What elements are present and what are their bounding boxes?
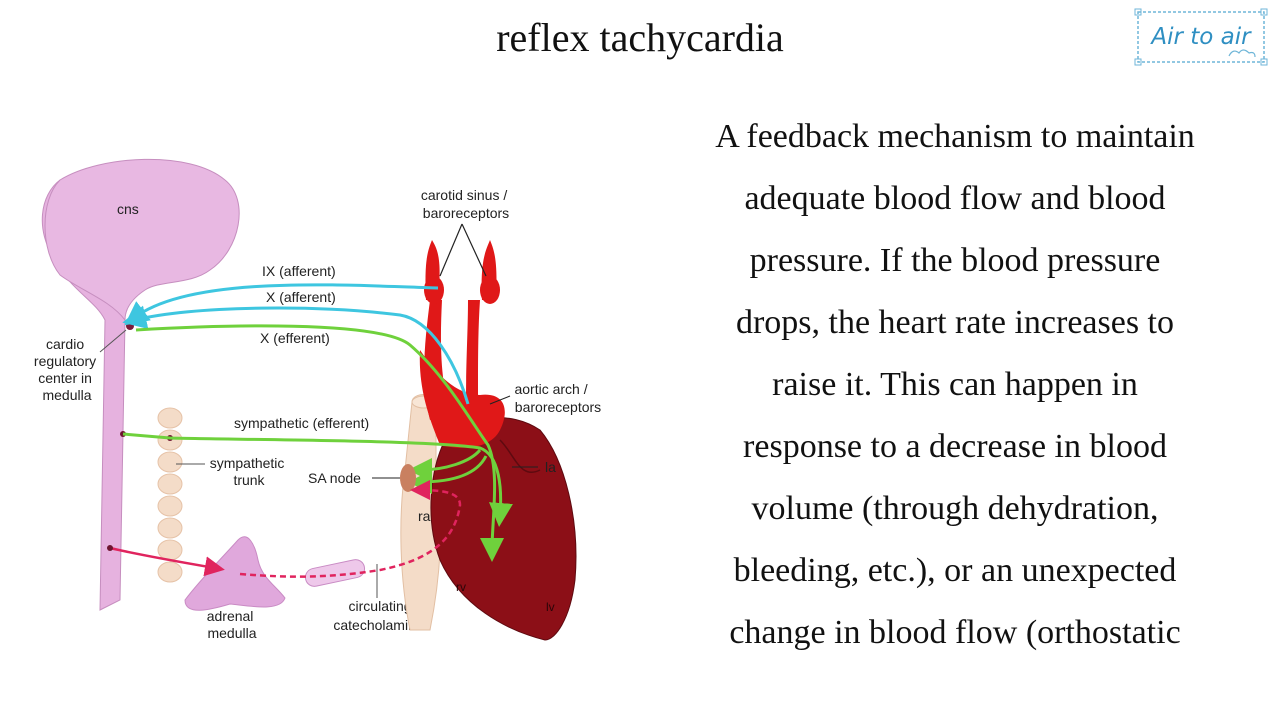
aortic-label: aortic arch / baroreceptors xyxy=(514,381,601,415)
sympathetic-efferent-path xyxy=(122,432,513,527)
adrenal-medulla-shape xyxy=(184,536,286,611)
description-line: A feedback mechanism to maintain xyxy=(715,118,1195,155)
cardio-center-label: cardio regulatory center in medulla xyxy=(34,336,100,403)
logo-text: Air to air xyxy=(1149,24,1252,50)
sympathetic-efferent-label: sympathetic (efferent) xyxy=(234,415,369,431)
catecholamines-label: circulating catecholamines xyxy=(333,598,430,633)
catecholamine-vessel xyxy=(304,559,366,587)
x-efferent-path xyxy=(135,324,505,562)
ix-afferent-label: IX (afferent) xyxy=(262,263,336,279)
cns-label: cns xyxy=(117,201,139,217)
sa-node-label: SA node xyxy=(308,470,361,486)
x-afferent-label: X (afferent) xyxy=(266,289,336,305)
arteries-shape xyxy=(419,240,505,448)
description-text: A feedback mechanism to maintain adequat… xyxy=(660,106,1250,664)
la-label: la xyxy=(545,459,556,475)
reflex-diagram: cns cardio regulatory center in medulla … xyxy=(34,158,601,641)
x-efferent-label: X (efferent) xyxy=(260,330,330,346)
x-afferent-path xyxy=(122,305,470,405)
description-line: bleeding, etc.), or an unexpected xyxy=(733,552,1177,589)
lv-label: lv xyxy=(546,600,555,614)
description-line: response to a decrease in blood xyxy=(743,428,1167,465)
description-line: change in blood flow (orthostatic xyxy=(729,614,1181,651)
cardio-center-dot xyxy=(126,322,134,330)
air-to-air-logo: Air to air xyxy=(1134,8,1268,66)
description-line: pressure. If the blood pressure xyxy=(749,242,1161,279)
description-line: adequate blood flow and blood xyxy=(744,180,1166,217)
description-line: drops, the heart rate increases to xyxy=(735,304,1175,341)
description-line: raise it. This can happen in xyxy=(772,366,1138,403)
ix-afferent-path xyxy=(124,283,439,326)
ra-label: ra xyxy=(418,508,431,524)
description-line: volume (through dehydration, xyxy=(751,490,1159,527)
carotid-label: carotid sinus / baroreceptors xyxy=(421,187,511,221)
catecholamine-path xyxy=(239,480,462,578)
sympathetic-trunk-shape xyxy=(157,407,183,583)
rv-label: rv xyxy=(456,580,466,594)
page-title: reflex tachycardia xyxy=(496,15,784,60)
sa-node xyxy=(400,464,416,492)
sympathetic-trunk-label: sympathetic trunk xyxy=(210,455,289,488)
cns-shape xyxy=(41,158,240,611)
adrenal-nerve-path xyxy=(109,546,225,577)
adrenal-medulla-label: adrenal medulla xyxy=(207,608,258,641)
